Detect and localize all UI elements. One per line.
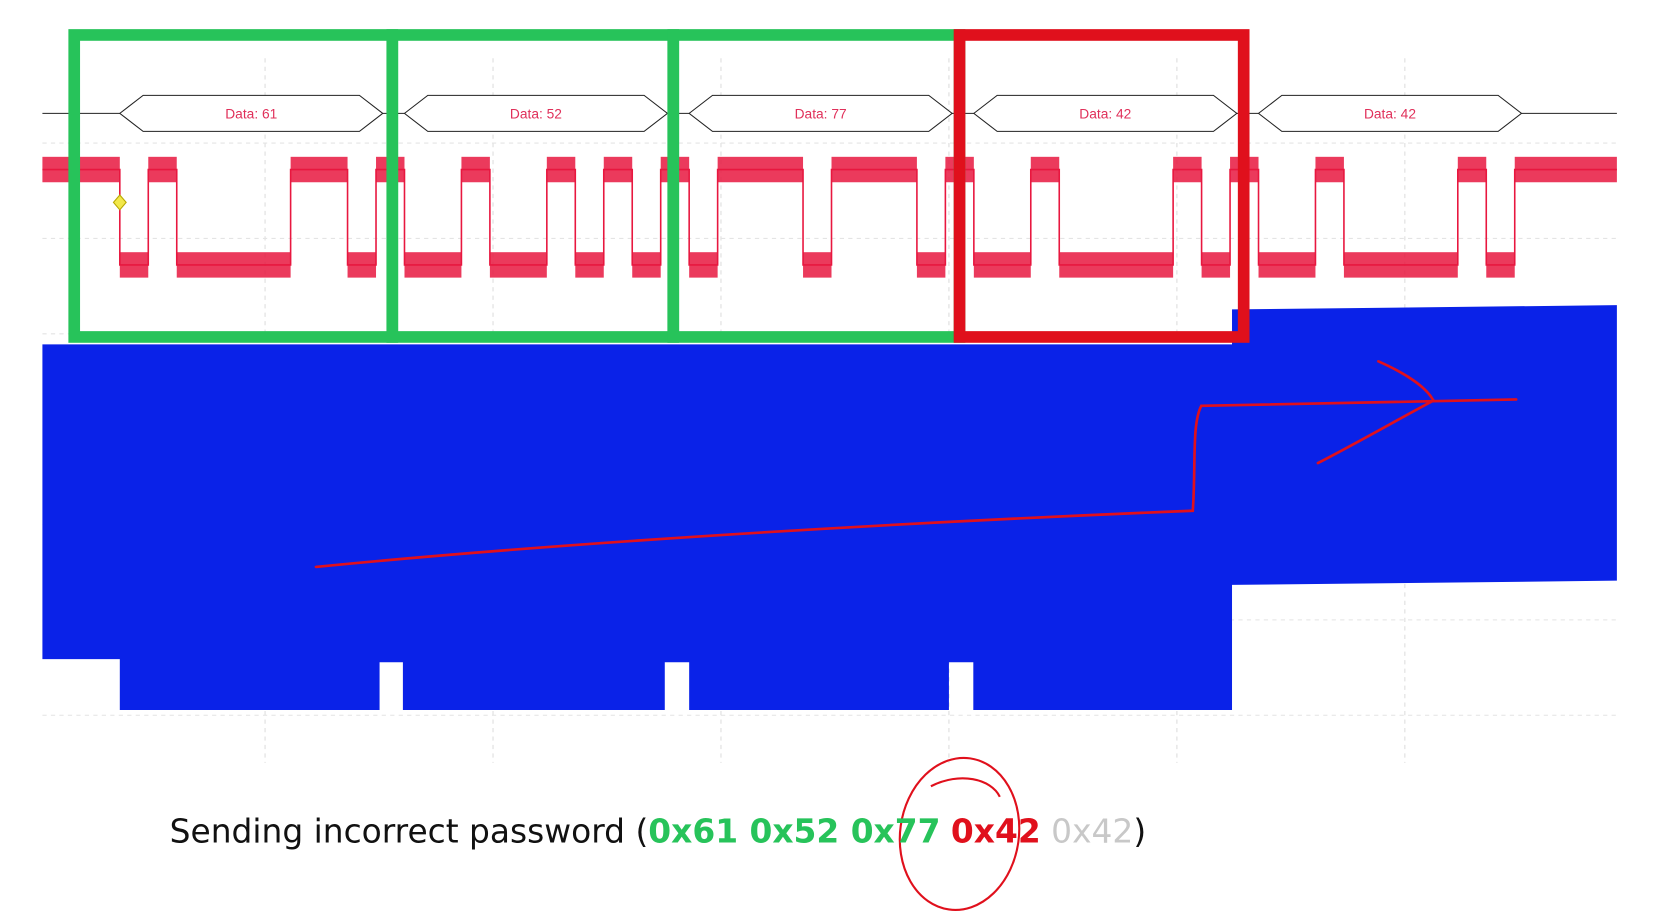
packet-1: Data: 61 — [118, 94, 384, 132]
caption-suffix: ) — [1133, 812, 1146, 850]
trigger-marker-icon — [112, 194, 127, 211]
packet-3: Data: 77 — [688, 94, 953, 132]
caption-correct-bytes: 0x61 0x52 0x77 — [648, 812, 940, 850]
packet-label: Data: 61 — [225, 107, 277, 122]
packet-shape — [403, 94, 669, 132]
annotation-arrow — [314, 360, 1518, 569]
packet-4: Data: 42 — [972, 94, 1238, 132]
packet-shape — [972, 94, 1238, 132]
packet-shape — [118, 94, 384, 132]
caption: Sending incorrect password (0x61 0x52 0x… — [170, 812, 1147, 850]
packet-2: Data: 52 — [403, 94, 669, 132]
power-envelope — [42, 305, 1617, 710]
highlight-boxes — [68, 29, 1250, 343]
signal-line — [42, 168, 1617, 266]
caption-prefix: Sending incorrect password ( — [170, 812, 649, 850]
packet-shape — [688, 94, 953, 132]
packet-label: Data: 52 — [510, 107, 562, 122]
caption-unchecked-byte: 0x42 — [1051, 812, 1133, 850]
uart-signal-trace — [42, 156, 1617, 278]
power-trace — [42, 305, 1617, 710]
packet-label: Data: 42 — [1364, 107, 1416, 122]
correct-byte-box — [68, 29, 399, 343]
decoded-packets: Data: 61 Data: 52 Data: 77 Data: 42 Data… — [42, 94, 1617, 132]
packet-shape — [1257, 94, 1523, 132]
annotation-circle — [898, 756, 1021, 911]
annotation-circle-stroke — [930, 777, 1001, 798]
packet-label: Data: 77 — [795, 107, 847, 122]
caption-wrong-byte: 0x42 — [951, 812, 1041, 850]
packet-5: Data: 42 — [1257, 94, 1523, 132]
packet-label: Data: 42 — [1079, 107, 1131, 122]
incorrect-byte-box — [953, 29, 1250, 343]
correct-byte-box — [386, 29, 680, 343]
